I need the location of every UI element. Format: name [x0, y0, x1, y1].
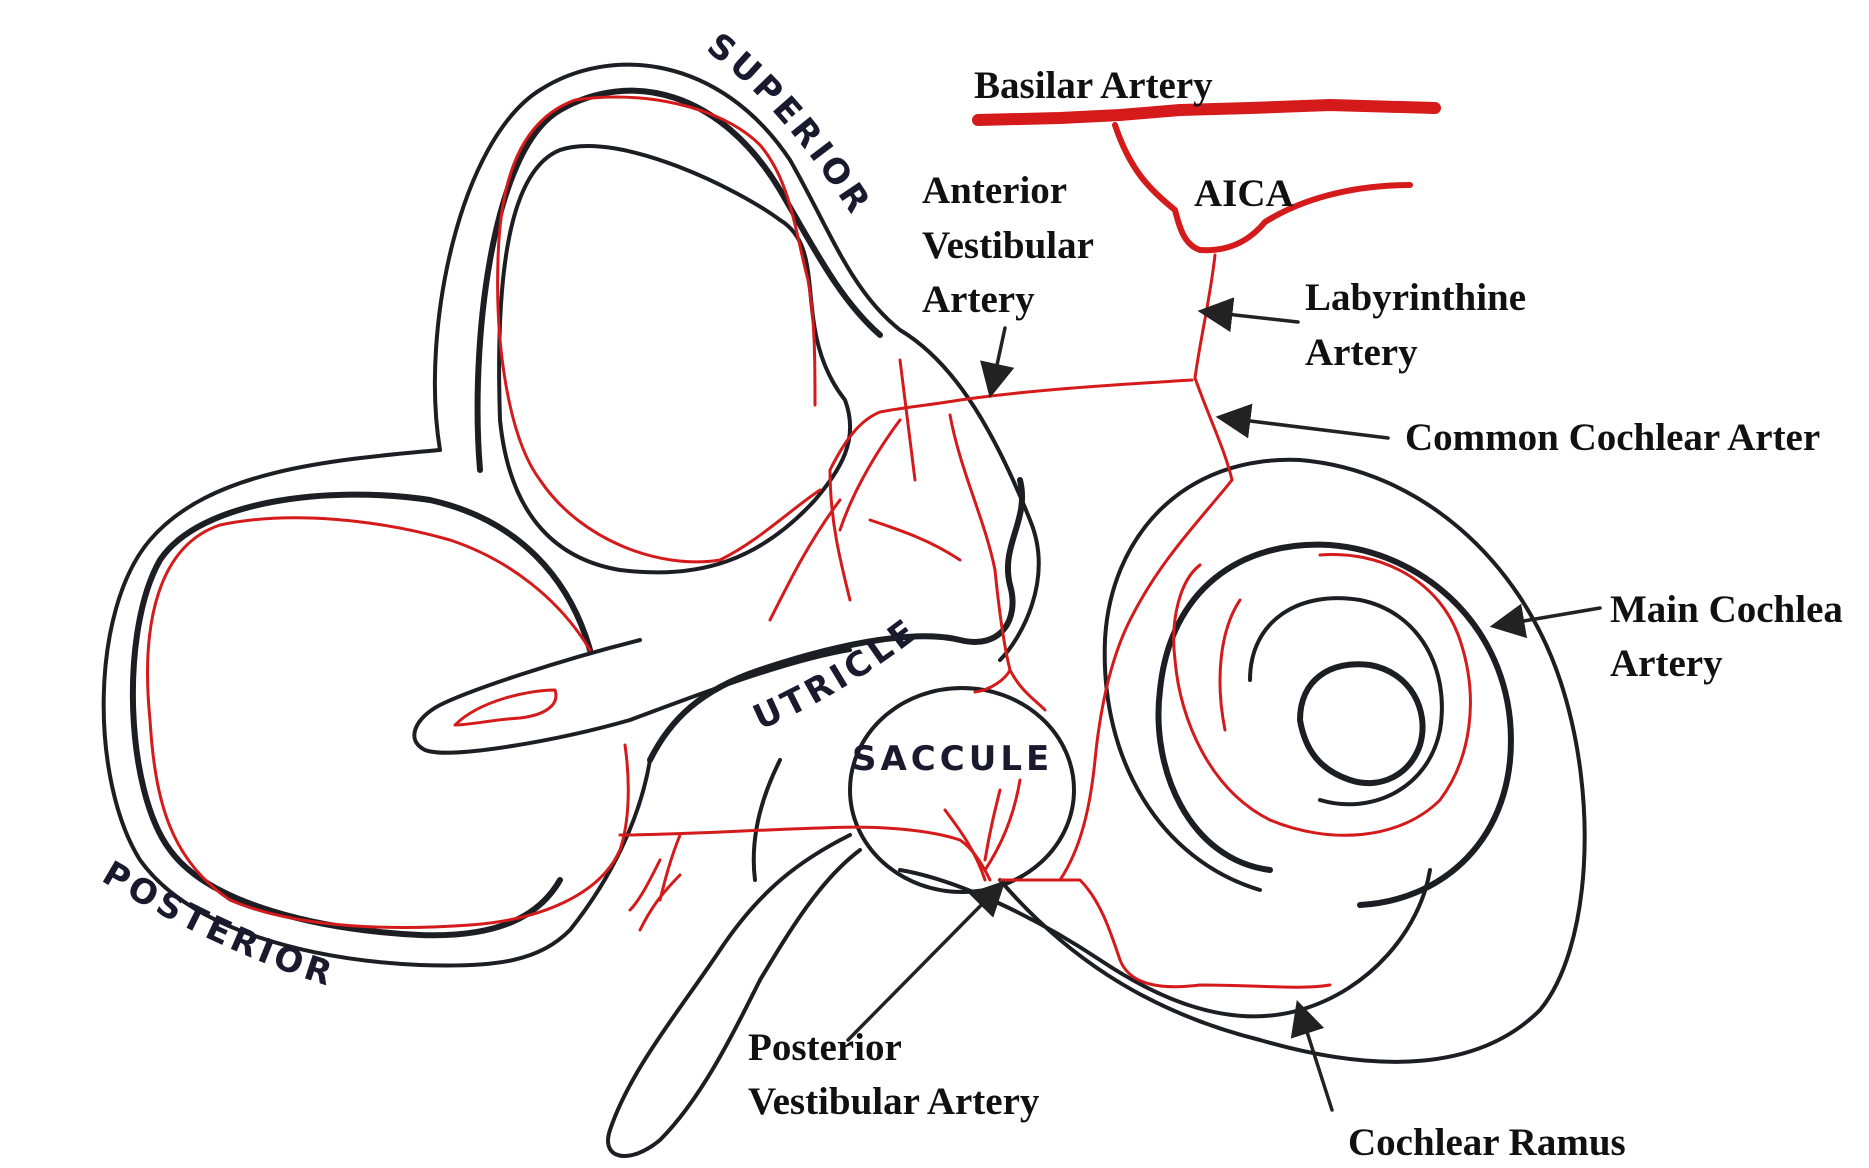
main-cochlear-arrow [1500, 608, 1600, 625]
basilar-artery-vessel [978, 105, 1435, 120]
superior-canal-lumen [499, 146, 850, 572]
cochlea-outer [1000, 460, 1585, 1062]
region-saccule: SACCULE [852, 739, 1053, 779]
region-posterior: POSTERIOR [96, 853, 341, 995]
label-anterior-vestibular-artery: Anterior Vestibular Artery [922, 169, 1103, 321]
crus-artery [455, 690, 556, 725]
utricle-body [650, 480, 1022, 760]
cochlea-apex [1300, 664, 1423, 783]
superior-canal-artery [498, 97, 820, 562]
region-utricle: UTRICLE [747, 610, 926, 739]
anterior-vestibular-vessel [830, 380, 1192, 470]
label-main-cochlear-artery: Main Cochlea Artery [1610, 588, 1853, 685]
anterior-vestibular-arrow [992, 328, 1005, 388]
cochlear-ramus-vessel [1000, 880, 1330, 987]
arteries [148, 97, 1471, 987]
posterior-canal-outer [104, 450, 650, 966]
common-cochlear-arrow [1226, 418, 1388, 438]
labyrinthine-arrow [1208, 312, 1298, 322]
cochlea-inner [1250, 598, 1442, 804]
cochlear-ramus-arrow [1300, 1010, 1332, 1110]
duct-inner [754, 760, 780, 880]
posterior-vestibular-arrow [848, 888, 998, 1040]
main-cochlear-vessel [1060, 480, 1470, 880]
labyrinthine-artery-vessel [1195, 255, 1232, 480]
label-posterior-vestibular-artery: Posterior Vestibular Artery [748, 1026, 1040, 1123]
posterior-canal-inner [133, 495, 590, 936]
label-aica: AICA [1194, 172, 1294, 215]
label-common-cochlear-artery: Common Cochlear Arter [1405, 416, 1820, 459]
label-cochlear-ramus: Cochlear Ramus [1348, 1121, 1626, 1164]
label-basilar-artery: Basilar Artery [974, 64, 1213, 107]
saccule-outline [850, 688, 1074, 892]
label-labyrinthine-artery: Labyrinthine Artery [1305, 276, 1536, 374]
